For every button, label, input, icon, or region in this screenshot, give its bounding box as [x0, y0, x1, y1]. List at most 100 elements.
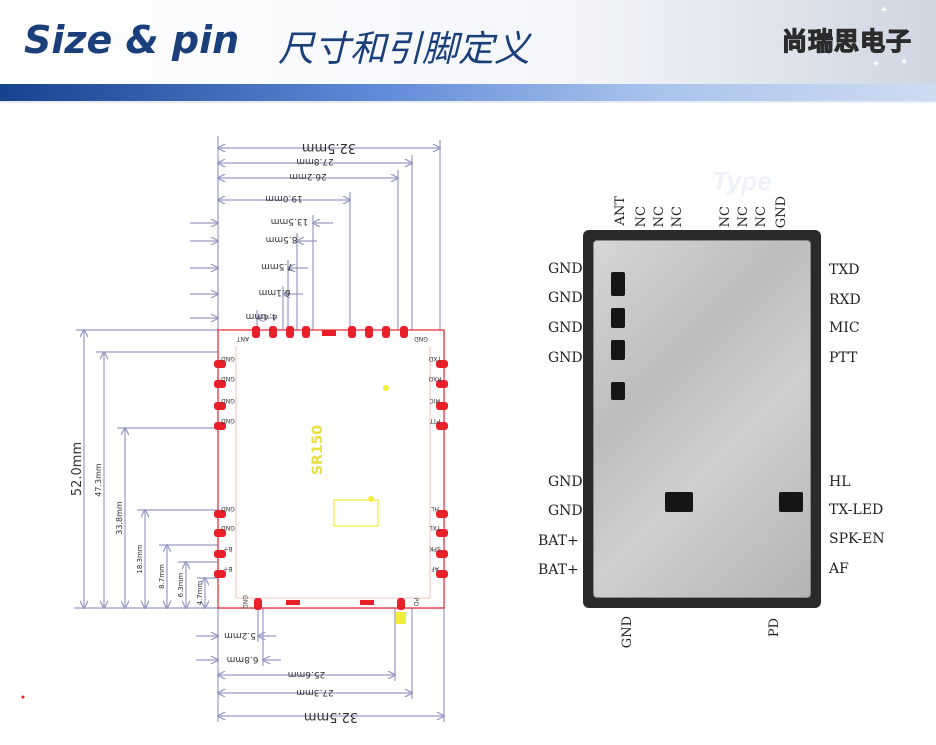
sparkle-icon: ✦ [900, 57, 909, 68]
photo-pin-label-top: NC [652, 206, 667, 228]
dimension-label: 8.5mm [266, 234, 298, 244]
dimension-label: 52.0mm [70, 442, 85, 496]
shield-hole [611, 382, 625, 400]
photo-pin-label-left: BAT+ [538, 533, 579, 549]
pad [365, 326, 373, 338]
dimension-label: 5.2mm [224, 630, 256, 640]
dimension-label: 18.3mm [136, 544, 144, 573]
pad-label: TXL [429, 524, 442, 531]
pad-label: ANT [237, 335, 250, 342]
photo-pin-label-right: TX-LED [829, 502, 884, 518]
dimension-label: 6.8mm [227, 654, 259, 664]
pad [436, 380, 448, 388]
slide-title-cn: 尺寸和引脚定义 [278, 29, 531, 70]
dimension-label: 25.6mm [288, 669, 326, 679]
pad-label: B+ [223, 545, 232, 552]
dimension-label: 19.0mm [265, 193, 303, 203]
company-logo: 尚瑞思电子 [781, 26, 913, 56]
pad [214, 402, 226, 410]
dimension-label: 8.7mm [158, 564, 166, 589]
pad-label: GND [414, 335, 428, 342]
pad [382, 326, 390, 338]
dimension-label: 32.5mm [304, 709, 358, 724]
module-outline [217, 329, 445, 609]
yellow-marker-box [333, 499, 379, 527]
pad [252, 326, 260, 338]
dimension-label: 32.5mm [302, 140, 356, 155]
sparkle-icon: ✦ [880, 5, 889, 16]
dimension-label: 4.4mm [246, 311, 278, 321]
shield-hole [611, 272, 625, 296]
header-bar: Size & pin 尺寸和引脚定义 尚瑞思电子 ✦ ✦ ✦ [0, 0, 936, 84]
dimension-label: 7.5mm [261, 261, 293, 271]
pad [214, 422, 226, 430]
pad [214, 570, 226, 578]
dimension-label: 6.3mm [177, 572, 185, 597]
dimension-label: 6.1mm [259, 287, 291, 297]
shield-hole [779, 492, 803, 512]
photo-pin-label-left: BAT+ [538, 562, 579, 578]
photo-pin-label-bottom: PD [767, 618, 782, 638]
slide-title-en: Size & pin [24, 18, 240, 62]
module-photo [583, 230, 821, 608]
shield-hole [611, 308, 625, 328]
photo-pin-label-top: NC [634, 206, 649, 228]
pad-label: GND [221, 417, 235, 424]
dimension-label: 33.8mm [115, 501, 124, 535]
header-gradient-band [0, 84, 936, 101]
red-speck [21, 695, 25, 699]
pad [436, 550, 448, 558]
photo-pin-label-right: RXD [829, 292, 861, 308]
sparkle-icon: ✦ [872, 59, 881, 70]
yellow-dot [383, 385, 389, 391]
pad [214, 510, 226, 518]
pad [254, 598, 262, 610]
pad [214, 550, 226, 558]
photo-pin-label-top: NC [754, 206, 769, 228]
pad [269, 326, 277, 338]
pad-label: TXD [428, 355, 442, 362]
photo-pin-label-left: GND [548, 320, 583, 336]
photo-pin-label-top: NC [718, 206, 733, 228]
pad-label: SPK [428, 545, 440, 552]
pad [360, 600, 374, 605]
pad [348, 326, 356, 338]
pad [214, 360, 226, 368]
dimension-label: 26.2mm [289, 171, 327, 181]
pad [436, 570, 448, 578]
photo-pin-label-top: ANT [613, 196, 628, 226]
pad-label: B+ [223, 565, 232, 572]
yellow-dot [368, 496, 374, 502]
pad-label: GND [241, 595, 248, 609]
pad-label: GND [221, 355, 235, 362]
yellow-mark [396, 612, 406, 624]
pad-label: AF [431, 565, 439, 572]
pad [322, 330, 336, 336]
pad-label: PD [412, 598, 419, 607]
pad [436, 422, 448, 430]
pad [397, 598, 405, 610]
pad [286, 600, 300, 605]
photo-pin-label-left: GND [548, 261, 583, 277]
pad [214, 380, 226, 388]
photo-pin-label-left: GND [548, 503, 583, 519]
photo-watermark: Type [712, 166, 772, 196]
shield-hole [665, 492, 693, 512]
pad [436, 402, 448, 410]
module-label: SR150 [310, 425, 326, 475]
pad [214, 529, 226, 537]
shield-hole [611, 340, 625, 360]
photo-pin-label-left: GND [548, 350, 583, 366]
pad-label: GND [221, 505, 235, 512]
photo-pin-label-right: AF [829, 561, 849, 577]
photo-pin-label-right: TXD [829, 262, 860, 278]
photo-pin-label-left: GND [548, 290, 583, 306]
pad-label: GND [221, 397, 235, 404]
photo-pin-label-top: NC [670, 206, 685, 228]
pad [302, 326, 310, 338]
pad [286, 326, 294, 338]
photo-pin-label-top: NC [736, 206, 751, 228]
pad [436, 510, 448, 518]
photo-pin-label-top: GND [774, 196, 789, 229]
module-shield-can [593, 240, 811, 598]
